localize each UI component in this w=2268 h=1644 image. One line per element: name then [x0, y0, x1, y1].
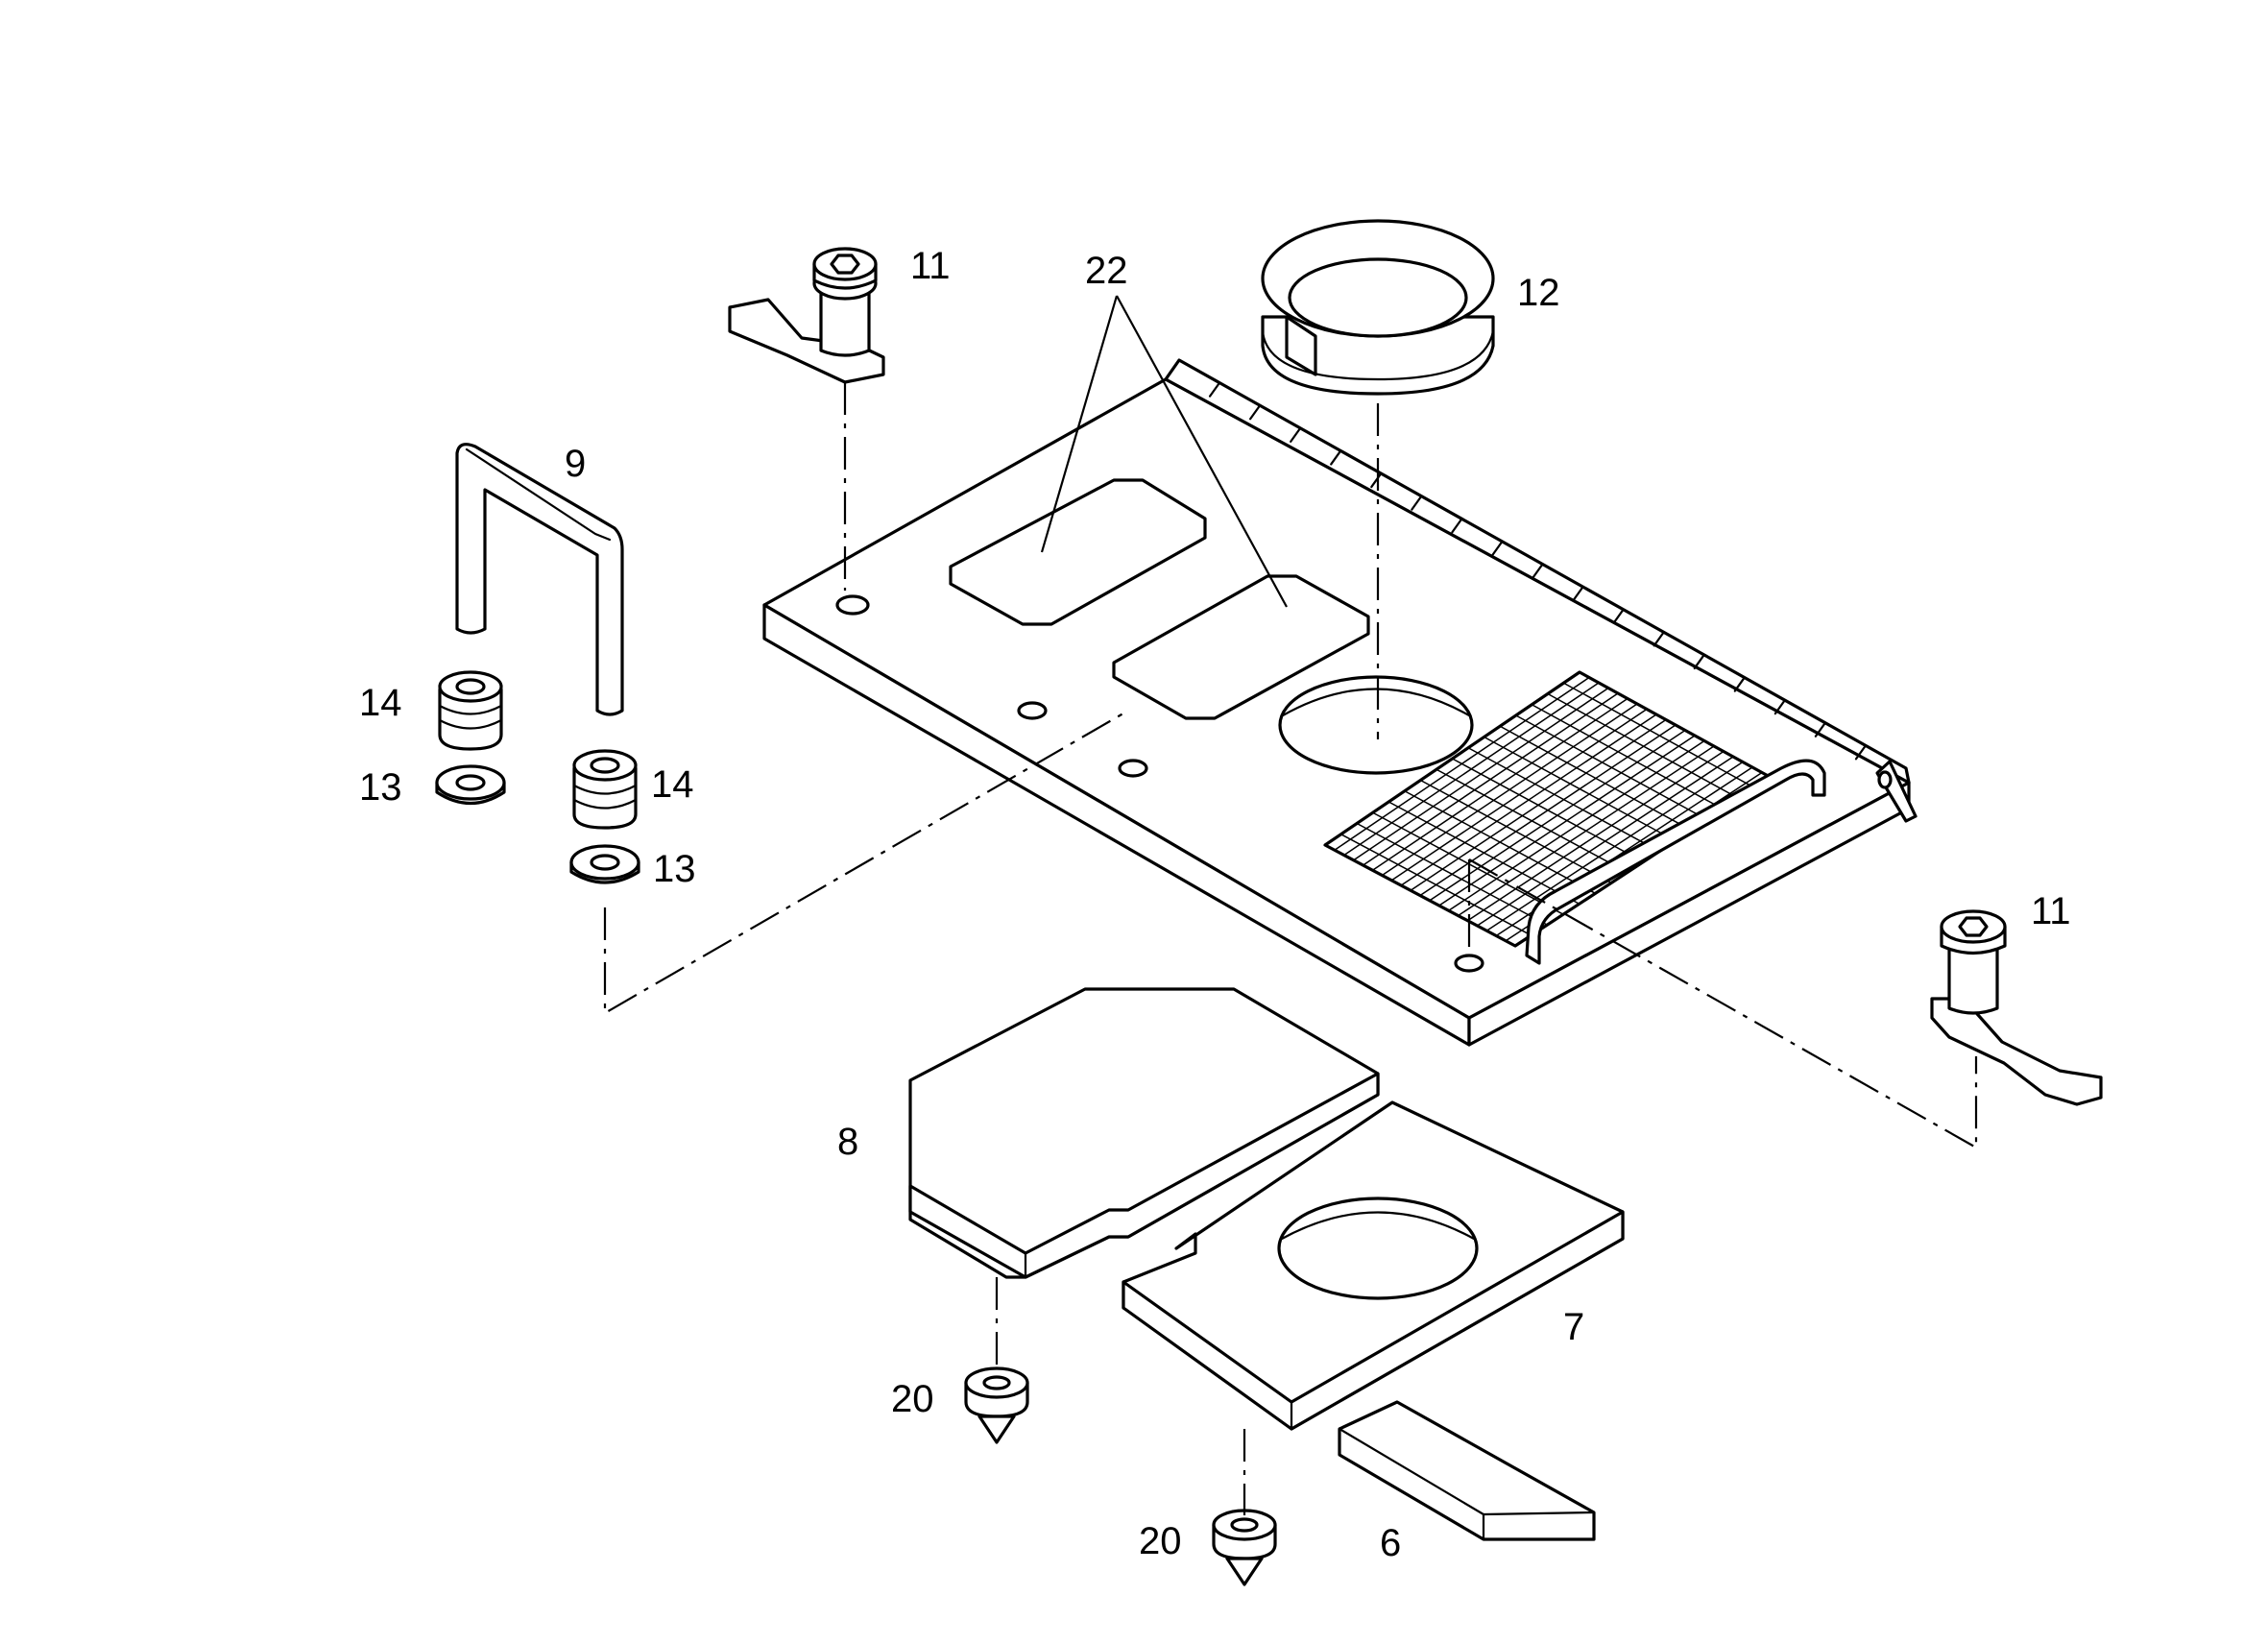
hinge-bar	[1164, 358, 1918, 823]
callout-8: 8	[837, 1121, 858, 1163]
callout-20-left: 20	[891, 1378, 934, 1420]
callout-11-upper: 11	[910, 245, 951, 287]
callout-14-right: 14	[651, 763, 694, 806]
callout-22-pointers	[1040, 295, 1288, 608]
assembly-leader-lines	[603, 382, 1978, 1515]
callout-12: 12	[1517, 272, 1560, 314]
callout-13-left: 13	[359, 766, 402, 809]
u-handle-9	[455, 443, 624, 716]
callout-14-left: 14	[359, 682, 402, 724]
spring-14-right	[572, 749, 638, 830]
pad-7	[1122, 1100, 1625, 1431]
mesh-grid	[1323, 670, 1773, 948]
cutout-plate-22-a	[949, 478, 1207, 626]
callout-22: 22	[1085, 250, 1128, 292]
callout-13-right: 13	[653, 848, 696, 890]
plate-round-hole	[1278, 675, 1474, 775]
foot-20-left	[964, 1366, 1029, 1444]
cutout-plate-22-b	[1112, 574, 1370, 720]
plate-mounting-holes	[835, 594, 1484, 973]
callout-7: 7	[1563, 1306, 1584, 1348]
washer-13-right	[569, 844, 640, 884]
callout-6: 6	[1380, 1522, 1401, 1564]
pad-8	[908, 987, 1380, 1279]
clamp-screw-11-upper	[728, 247, 885, 384]
callout-9: 9	[565, 443, 586, 485]
callout-11-lower: 11	[2031, 890, 2071, 932]
strip-6	[1338, 1400, 1596, 1541]
plate-handle	[1525, 759, 1826, 965]
clamp-screw-11-lower	[1930, 909, 2103, 1106]
spring-14-left	[438, 670, 503, 751]
ring-12	[1261, 219, 1495, 396]
callout-20-right: 20	[1139, 1520, 1182, 1562]
washer-13-left	[435, 764, 506, 805]
foot-20-right	[1212, 1509, 1277, 1586]
